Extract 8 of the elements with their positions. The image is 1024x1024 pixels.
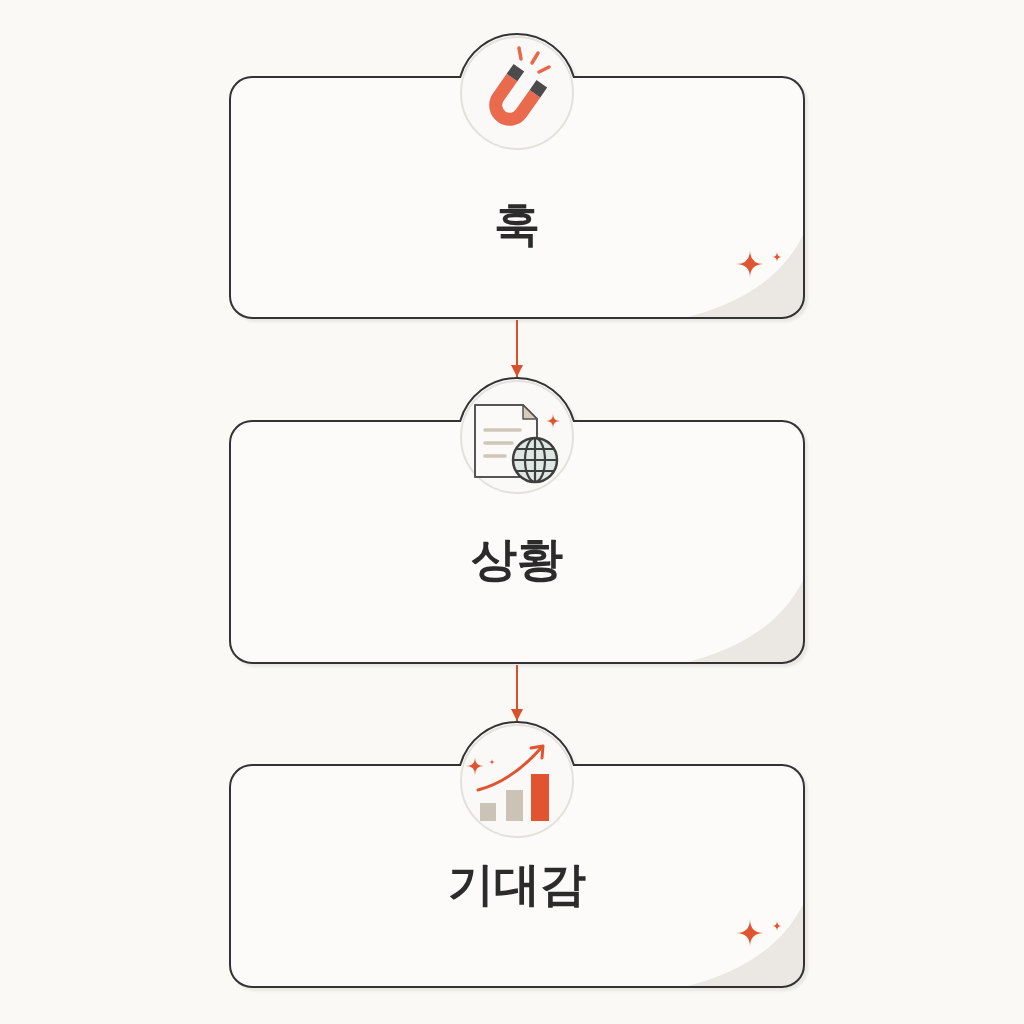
- node-title: 훅: [494, 196, 540, 254]
- process-card: [229, 721, 805, 988]
- process-card: [229, 33, 805, 319]
- arrow: [511, 319, 523, 378]
- node-title: 상황: [471, 531, 563, 589]
- node-title: 기대감: [448, 856, 586, 914]
- process-card: [229, 377, 805, 664]
- arrow: [511, 664, 523, 722]
